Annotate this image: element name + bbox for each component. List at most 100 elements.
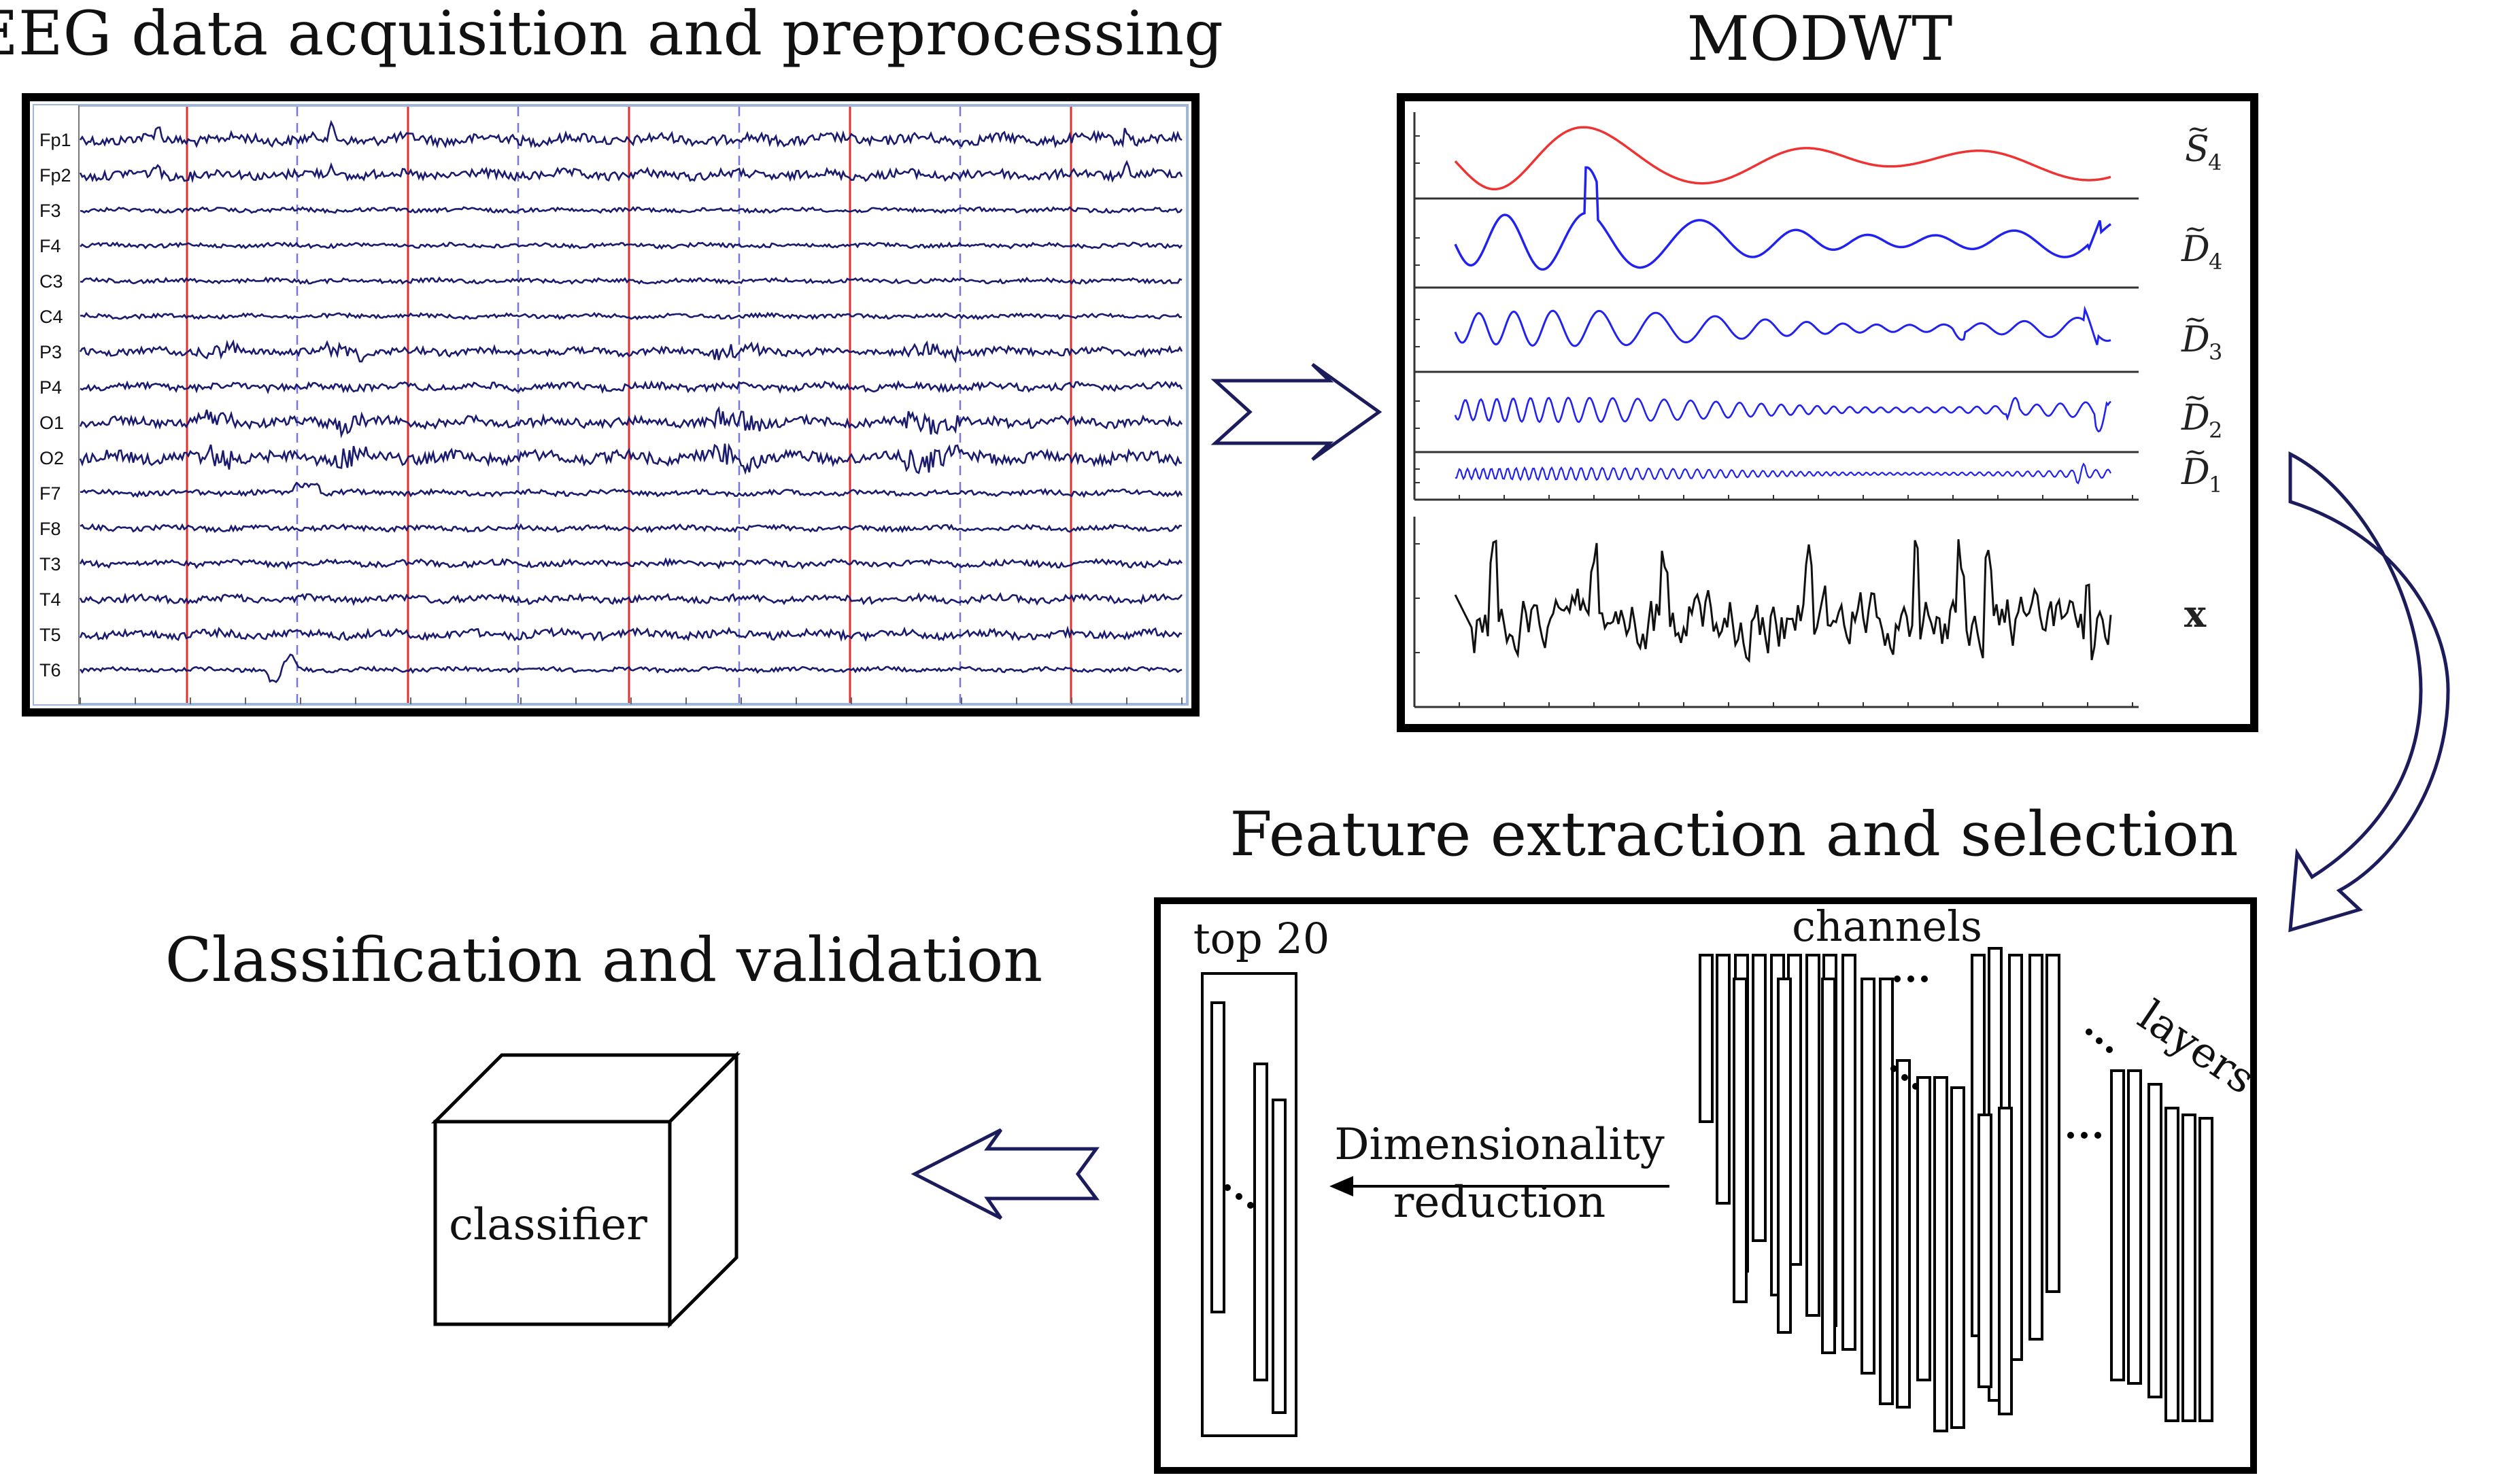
feature-bar xyxy=(2147,1083,2162,1398)
eeg-channel-label: O1 xyxy=(39,413,64,433)
eeg-channel-label: P4 xyxy=(39,377,62,398)
eeg-plot-area xyxy=(33,104,1189,706)
feature-bar xyxy=(1916,1076,1931,1381)
eeg-trace-f7 xyxy=(80,481,1183,498)
eeg-trace-o1 xyxy=(79,406,1183,438)
dim-reduction-arrow-head xyxy=(1329,1176,1353,1196)
ellipsis-middle xyxy=(1890,1065,1919,1090)
eeg-trace-fp1 xyxy=(79,120,1183,149)
eeg-trace-o2 xyxy=(79,443,1183,475)
eeg-channel-label: O2 xyxy=(39,448,64,468)
feature-bars xyxy=(1699,947,2213,1432)
label-x: x xyxy=(2184,592,2207,636)
feature-bar xyxy=(1933,1076,1948,1432)
eeg-label-strip xyxy=(34,105,79,704)
ellipsis-layers xyxy=(2086,1029,2113,1053)
trace-x xyxy=(1454,539,2112,663)
eeg-trace-fp2 xyxy=(79,160,1183,184)
dim-reduction-line2: reduction xyxy=(1393,1177,1606,1228)
eeg-trace-f8 xyxy=(80,523,1183,534)
eeg-traces xyxy=(79,120,1183,683)
eeg-grid xyxy=(186,107,1072,703)
arrow-modwt-to-features xyxy=(2288,451,2450,933)
feature-bar xyxy=(1716,954,1731,1205)
label-d2-main: D xyxy=(2181,398,2210,438)
feature-bar xyxy=(1998,1107,2013,1415)
classifier-cube: classifier xyxy=(430,1050,741,1329)
feature-bar xyxy=(1861,978,1875,1375)
feature-bar xyxy=(1841,954,1856,1351)
feature-bar xyxy=(2164,1107,2179,1422)
eeg-time-ticks xyxy=(80,697,1183,704)
label-d1-main: D xyxy=(2181,452,2210,493)
feature-bar xyxy=(2127,1069,2142,1385)
feature-bar xyxy=(2181,1114,2196,1422)
modwt-panel: S 4 ~ D 4 ~ D 3 ~ D 2 ~ D 1 ~ x xyxy=(1397,93,2258,732)
eeg-channel-label: Fp1 xyxy=(39,130,71,150)
label-d2: D 2 ~ xyxy=(2181,382,2222,443)
feature-bar xyxy=(1896,1059,1911,1409)
feature-bar xyxy=(2198,1117,2213,1422)
trace-d3 xyxy=(1454,305,2111,347)
feature-bar xyxy=(1699,954,1714,1123)
eeg-trace-c3 xyxy=(80,276,1183,285)
eeg-channel-label: P3 xyxy=(39,342,62,362)
eeg-trace-t3 xyxy=(79,557,1183,570)
ellipsis-channels xyxy=(1894,976,1928,982)
features-panel: top 20 Dimensionality reduction channels… xyxy=(1154,897,2264,1474)
feature-bar xyxy=(1950,1086,1965,1429)
top20-dot-3 xyxy=(1247,1202,1254,1209)
feature-bar xyxy=(1752,954,1767,1242)
label-d4-main: D xyxy=(2181,229,2210,270)
eeg-channel-label: F3 xyxy=(39,201,61,221)
classifier-label: classifier xyxy=(449,1200,647,1250)
feature-bar xyxy=(1821,978,1836,1354)
modwt-traces xyxy=(1454,126,2112,663)
top20-bar-1 xyxy=(1210,1001,1225,1313)
eeg-channel-label: T6 xyxy=(39,660,61,680)
eeg-trace-f4 xyxy=(80,241,1183,250)
feature-bar xyxy=(1805,954,1820,1317)
label-s4-tilde: ~ xyxy=(2187,114,2210,145)
eeg-channel-label: F4 xyxy=(39,236,61,256)
trace-d1 xyxy=(1455,462,2111,485)
arrow-features-to-classifier xyxy=(911,1128,1100,1220)
feature-bar xyxy=(1777,978,1792,1334)
label-d3-sub: 3 xyxy=(2209,339,2222,365)
feature-bar xyxy=(1977,1114,1992,1388)
feature-bar xyxy=(2045,954,2060,1293)
trace-d2 xyxy=(1454,396,2111,433)
eeg-trace-p3 xyxy=(79,339,1183,364)
eeg-trace-t6 xyxy=(79,653,1183,683)
arrow-eeg-to-modwt xyxy=(1210,362,1382,462)
eeg-title: EEG data acquisition and preprocessing xyxy=(0,0,1223,69)
label-d4-tilde: ~ xyxy=(2184,213,2207,245)
top20-box xyxy=(1201,972,1297,1437)
label-d1: D 1 ~ xyxy=(2181,436,2222,498)
label-d1-tilde: ~ xyxy=(2184,436,2207,468)
modwt-axes xyxy=(1413,112,2139,708)
eeg-channel-label: F7 xyxy=(39,483,61,504)
top20-label: top 20 xyxy=(1193,914,1330,963)
top20-bar-3 xyxy=(1272,1099,1287,1414)
trace-d4 xyxy=(1454,166,2112,271)
top20-dot-2 xyxy=(1236,1193,1242,1200)
eeg-channel-label: Fp2 xyxy=(39,165,71,186)
top20-dot-1 xyxy=(1224,1184,1231,1191)
trace-s4 xyxy=(1454,126,2111,191)
eeg-trace-p4 xyxy=(80,379,1183,394)
label-s4-sub: 4 xyxy=(2208,150,2222,175)
feature-bar xyxy=(2028,954,2043,1341)
ellipsis-right xyxy=(2067,1132,2101,1139)
channels-label: channels xyxy=(1792,901,1982,951)
modwt-title: MODWT xyxy=(1687,3,1953,75)
eeg-channel-label: T4 xyxy=(39,589,61,610)
label-s4: S 4 ~ xyxy=(2185,114,2222,175)
eeg-channel-label: F8 xyxy=(39,519,61,539)
eeg-channel-label: C4 xyxy=(39,307,63,327)
eeg-channel-label: C3 xyxy=(39,271,63,292)
label-d2-sub: 2 xyxy=(2209,417,2222,443)
feature-bar xyxy=(1733,978,1748,1303)
